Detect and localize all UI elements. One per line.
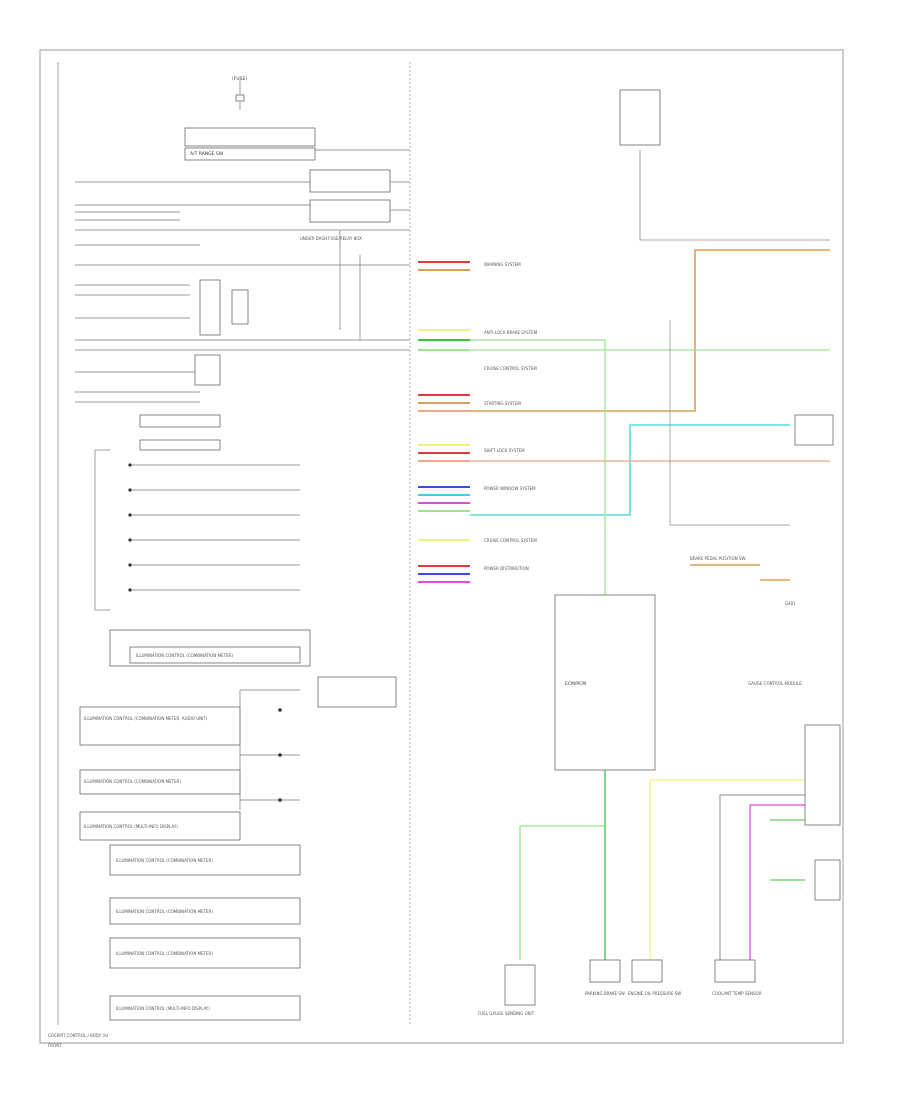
switch-assembly: [194, 169, 410, 386]
right-label-5: POWER WINDOW SYSTEM: [484, 486, 536, 491]
component-label-6: COOLANT TEMP SENSOR: [712, 991, 762, 996]
junction-label: UNDER-DASH FUSE/RELAY BOX: [300, 236, 362, 241]
left-bus-lines: [75, 181, 410, 403]
right-label-2: CRUISE CONTROL SYSTEM: [484, 366, 537, 371]
left-box-label-0: A/T RANGE SW: [190, 151, 224, 157]
footer-label: COCKPIT CONTROL / BODY (A): [48, 1033, 109, 1038]
component-label-5: FUEL GAUGE SENDING UNIT: [478, 1011, 535, 1016]
page-tag: FRONT: [48, 1043, 62, 1048]
header-left-label: (FUSE): [232, 76, 247, 82]
ground-label: G401: [785, 601, 796, 606]
component-label-0: ECM/PCM: [565, 681, 586, 687]
long-wires: [470, 150, 830, 960]
left-box-label-2: ILLUMINATION CONTROL (COMBINATION METER,…: [84, 716, 208, 721]
component-label-1: GAUGE CONTROL MODULE: [748, 681, 802, 686]
component-label-3: PARKING BRAKE SW: [585, 991, 625, 996]
left-group: [94, 414, 300, 611]
left-box-label-1: ILLUMINATION CONTROL (COMBINATION METER): [136, 653, 233, 658]
left-box-label-8: ILLUMINATION CONTROL (MULTI-INFO DISPLAY…: [116, 1006, 210, 1011]
diagram-frame: [39, 49, 844, 1044]
left-box-label-5: ILLUMINATION CONTROL (COMBINATION METER): [116, 858, 213, 863]
left-box-label-7: ILLUMINATION CONTROL (COMBINATION METER): [116, 951, 213, 956]
right-components: [504, 89, 841, 1006]
illumination-boxes: [79, 629, 397, 1021]
right-label-3: STARTING SYSTEM: [484, 401, 521, 406]
left-box-label-3: ILLUMINATION CONTROL (COMBINATION METER): [84, 779, 181, 784]
right-label-6: CRUISE CONTROL SYSTEM: [484, 538, 537, 543]
left-box-label-4: ILLUMINATION CONTROL (MULTI-INFO DISPLAY…: [84, 824, 178, 829]
fuse-block-top: [184, 80, 410, 161]
component-label-2: BRAKE PEDAL POSITION SW: [690, 556, 746, 561]
component-label-4: ENGINE OIL PRESSURE SW: [628, 991, 681, 996]
right-label-7: POWER DISTRIBUTION: [484, 566, 529, 571]
right-label-4: SHIFT LOCK SYSTEM: [484, 448, 525, 453]
left-box-label-6: ILLUMINATION CONTROL (COMBINATION METER): [116, 909, 213, 914]
right-label-1: ANTI-LOCK BRAKE SYSTEM: [484, 330, 538, 335]
connector-stubs: [418, 261, 470, 583]
right-label-0: WARNING SYSTEM: [484, 262, 521, 267]
